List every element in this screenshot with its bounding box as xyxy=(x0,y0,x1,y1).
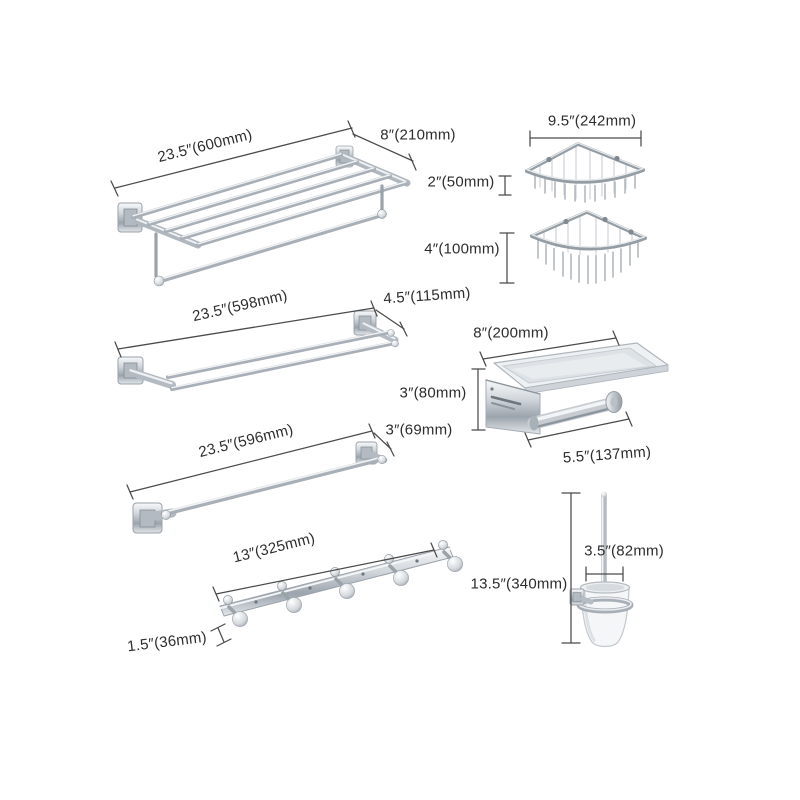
towel-shelf-rack-drawing xyxy=(117,145,411,287)
corner-basket-shallow-drawing xyxy=(525,142,645,203)
dim-label-paper-shelf-width: 8″(200mm) xyxy=(473,324,549,342)
dim-label-basket-shallow-height: 2″(50mm) xyxy=(427,173,495,191)
dim-label-brush-height: 13.5″(340mm) xyxy=(470,575,568,593)
corner-basket-deep-drawing xyxy=(530,210,647,285)
dim-label-paper-shelf-height: 3″(80mm) xyxy=(399,384,467,402)
paper-holder-shelf-drawing xyxy=(485,342,669,435)
dimension-lines xyxy=(110,120,642,647)
double-towel-bar-drawing xyxy=(117,310,399,392)
dim-label-rack-depth: 8″(210mm) xyxy=(380,126,456,144)
single-towel-bar-drawing xyxy=(132,441,388,534)
dim-label-basket-deep-height: 4″(100mm) xyxy=(424,240,500,258)
toilet-brush-holder-drawing xyxy=(569,491,634,648)
dim-label-brush-cup-width: 3.5″(82mm) xyxy=(584,542,664,560)
robe-hook-rail-drawing xyxy=(219,540,463,627)
dim-label-single-bar-depth: 3″(69mm) xyxy=(385,421,453,439)
dim-label-basket-width: 9.5″(242mm) xyxy=(547,112,637,130)
